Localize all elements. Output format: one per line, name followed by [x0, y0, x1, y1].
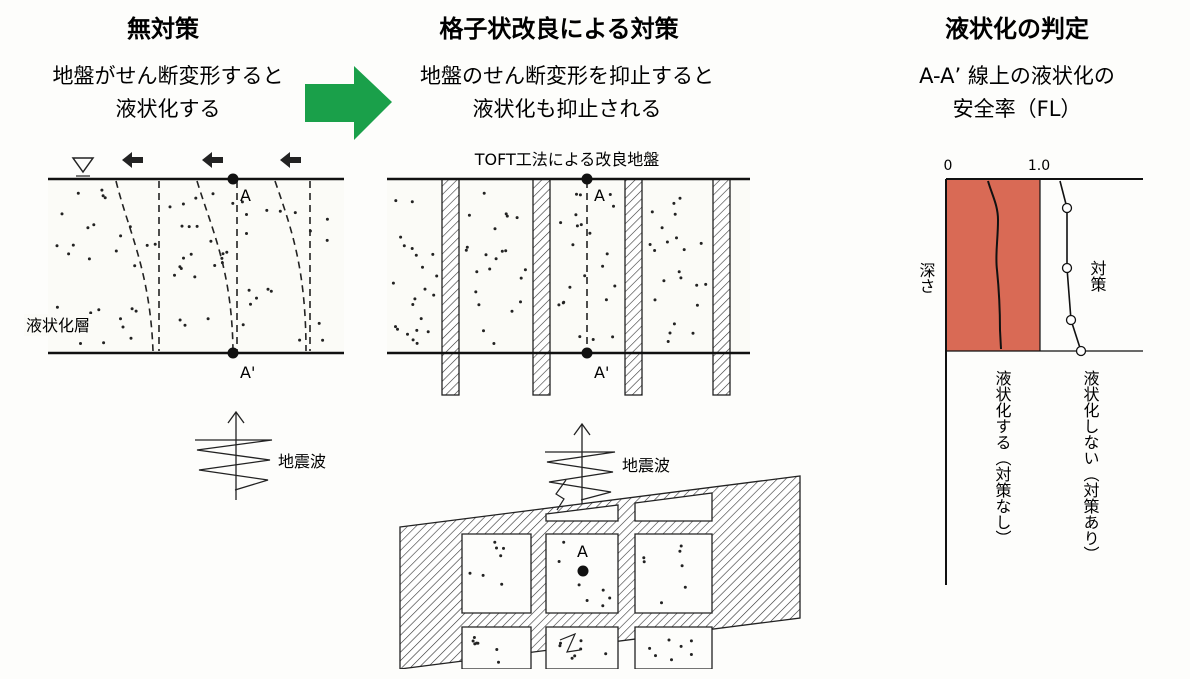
axis-tick-one: 1.0 — [1028, 158, 1050, 174]
liquefaction-layer-label: 液状化層 — [26, 316, 90, 335]
improvement-wall — [624, 178, 643, 396]
left-point-a-label: A — [240, 186, 251, 205]
right-title: 液状化の判定 — [945, 15, 1089, 43]
left-title: 無対策 — [127, 15, 200, 43]
middle-desc-line2: 液状化も抑止される — [473, 97, 662, 121]
axis-tick-zero: 0 — [944, 158, 953, 174]
middle-point-a-prime-label: A' — [594, 363, 609, 382]
fl-data-point — [1075, 345, 1087, 357]
middle-desc-line1: 地盤のせん断変形を抑止すると — [420, 64, 714, 88]
right-panel: 液状化の判定 A-A’ 線上の液状化の 安全率（FL） 0 1.0 深さ 対策 … — [917, 15, 1143, 585]
middle-wave-label: 地震波 — [622, 456, 670, 475]
middle-point-a-label: A — [594, 186, 605, 205]
left-desc-line1: 地盤がせん断変形すると — [53, 64, 284, 88]
fl-data-point — [1065, 314, 1077, 326]
depth-axis-label: 深さ — [917, 262, 936, 294]
soil-dots — [391, 191, 708, 345]
transition-arrow-icon — [305, 66, 392, 140]
fl-data-point — [1061, 262, 1073, 274]
left-desc-line2: 液状化する — [116, 97, 221, 121]
point-a-marker — [227, 173, 239, 185]
fl-data-point — [1061, 202, 1073, 214]
point-a-prime-marker — [227, 347, 239, 359]
middle-title: 格子状改良による対策 — [439, 15, 679, 43]
improvement-wall — [532, 178, 551, 396]
left-point-a-prime-label: A' — [240, 363, 255, 382]
shear-deformation-line — [115, 180, 154, 352]
point-a-prime-marker — [581, 347, 593, 359]
improved-ground-label: TOFT工法による改良地盤 — [474, 150, 660, 169]
middle-panel: 格子状改良による対策 地盤のせん断変形を抑止すると 液状化も抑止される TOFT… — [0, 15, 1190, 679]
liquefaction-zone — [947, 179, 1040, 351]
fl-curve-no-measure — [987, 180, 1002, 350]
with-measure-curve-label: 対策 — [1088, 260, 1107, 292]
shear-arrow-icon — [280, 152, 301, 168]
shear-deformation-line — [196, 180, 234, 352]
lattice-plan-view: A — [0, 475, 1190, 679]
shear-deformation-line — [274, 180, 307, 352]
right-desc-line2: 安全率（FL） — [953, 97, 1082, 121]
left-wave-label: 地震波 — [278, 452, 326, 471]
soil-dots — [55, 188, 329, 345]
seismic-wave-icon — [195, 410, 273, 500]
improvement-wall — [441, 178, 460, 396]
seismic-wave-icon — [545, 422, 616, 505]
shear-arrow-icon — [202, 152, 223, 168]
point-a-marker — [581, 173, 593, 185]
plan-point-a-marker — [577, 565, 589, 577]
no-liquefaction-label: 液状化しない（対策あり） — [1081, 370, 1100, 562]
shear-arrow-icon — [122, 152, 143, 168]
liquefies-label: 液状化する（対策なし） — [993, 370, 1012, 546]
right-desc-line1: A-A’ 線上の液状化の — [919, 64, 1115, 88]
plan-point-a-label: A — [577, 542, 588, 561]
improvement-wall — [712, 178, 731, 396]
left-panel: 無対策 地盤がせん断変形すると 液状化する — [24, 15, 344, 500]
